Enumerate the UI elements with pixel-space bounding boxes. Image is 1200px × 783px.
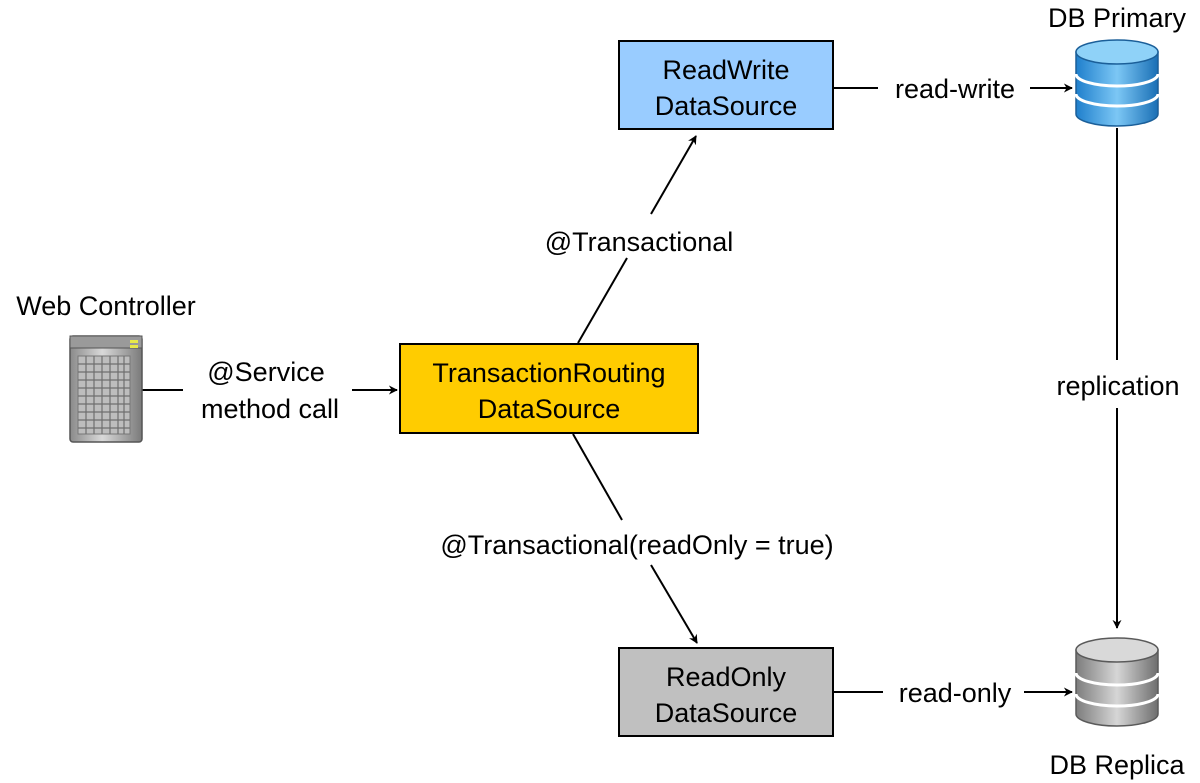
transactional-edge-arrow bbox=[650, 135, 697, 215]
routing-datasource-line1: TransactionRouting bbox=[432, 358, 665, 388]
routing-datasource-node: TransactionRouting DataSource bbox=[399, 343, 699, 434]
read-only-datasource-node: ReadOnly DataSource bbox=[618, 647, 834, 737]
routing-datasource-line2: DataSource bbox=[478, 394, 621, 424]
read-write-datasource-box bbox=[618, 40, 834, 130]
db-replica-label: DB Replica bbox=[1049, 750, 1185, 780]
server-icon bbox=[69, 335, 143, 443]
read-write-label: read-write bbox=[895, 74, 1015, 104]
db-primary-label: DB Primary bbox=[1048, 3, 1187, 33]
read-only-datasource-line1: ReadOnly bbox=[666, 662, 787, 692]
service-call-label-line2: method call bbox=[201, 394, 339, 424]
transactional-readonly-edge bbox=[572, 433, 623, 521]
read-only-label: read-only bbox=[899, 678, 1012, 708]
transactional-readonly-label: @Transactional(readOnly = true) bbox=[440, 530, 833, 560]
read-write-datasource-node: ReadWrite DataSource bbox=[618, 40, 834, 130]
transactional-readonly-edge-arrow bbox=[650, 564, 698, 644]
replication-label: replication bbox=[1056, 371, 1179, 401]
read-write-datasource-line1: ReadWrite bbox=[662, 55, 789, 85]
read-only-datasource-line2: DataSource bbox=[655, 698, 798, 728]
database-primary-icon bbox=[1074, 39, 1160, 127]
read-only-datasource-box bbox=[618, 647, 834, 737]
database-replica-icon bbox=[1074, 637, 1160, 727]
transactional-label: @Transactional bbox=[545, 227, 734, 257]
service-call-label-line1: @Service bbox=[207, 357, 324, 387]
routing-datasource-box bbox=[399, 343, 699, 434]
transactional-edge bbox=[577, 257, 628, 344]
web-controller-label: Web Controller bbox=[16, 291, 196, 321]
read-write-datasource-line2: DataSource bbox=[655, 91, 798, 121]
